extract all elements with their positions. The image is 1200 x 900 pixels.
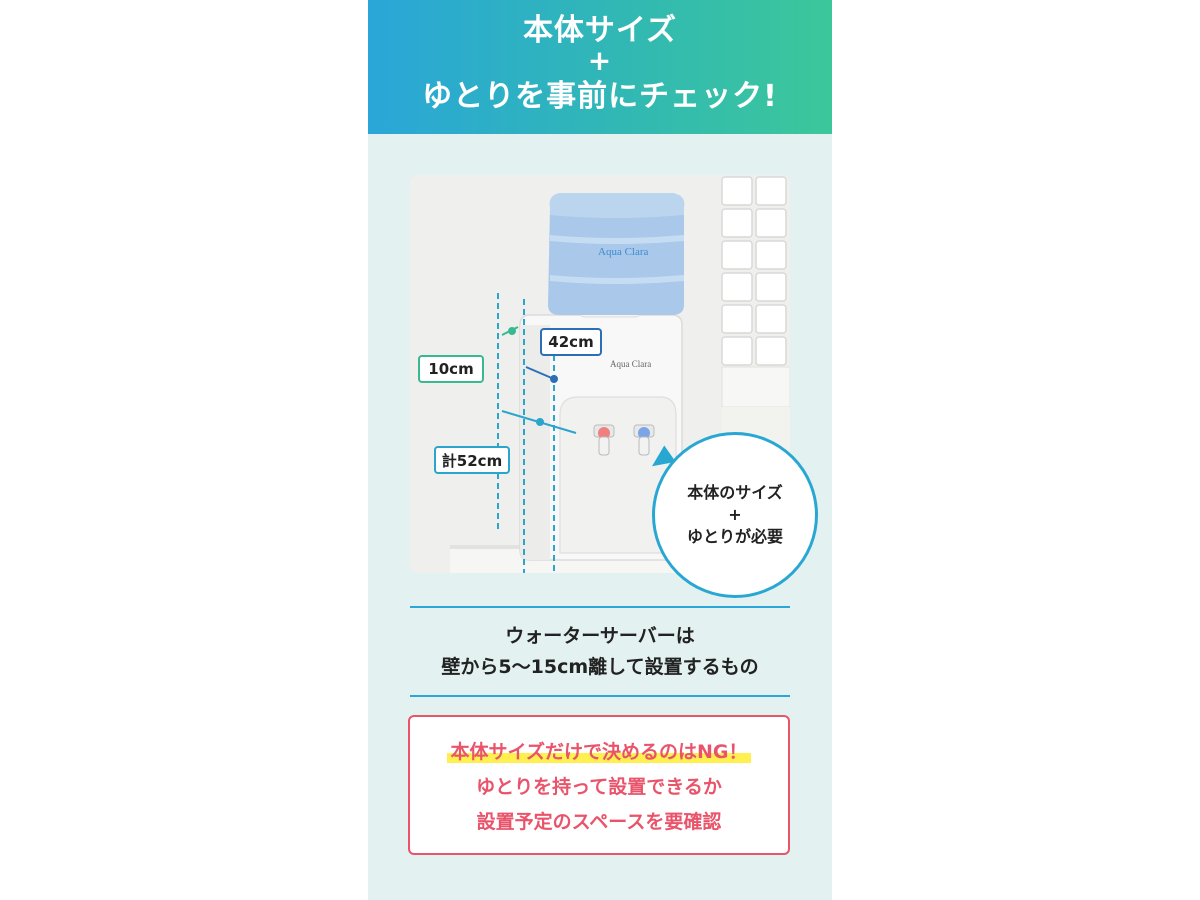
- header-banner: 本体サイズ + ゆとりを事前にチェック!: [368, 0, 832, 134]
- divider-bottom: [410, 695, 790, 697]
- infographic-panel: 本体サイズ + ゆとりを事前にチェック!: [368, 0, 832, 900]
- divider-top: [410, 606, 790, 608]
- gap-dimension-label: 10cm: [418, 355, 484, 383]
- warning-highlight: 本体サイズだけで決めるのはNG！: [446, 741, 752, 763]
- width-dimension-label: 42cm: [540, 328, 602, 356]
- header-title-line1: 本体サイズ: [522, 13, 678, 48]
- speech-bubble: 本体のサイズ + ゆとりが必要: [652, 432, 818, 598]
- header-title-line3: ゆとりを事前にチェック!: [422, 79, 778, 114]
- hot-tap: [593, 424, 615, 456]
- warning-line2: ゆとりを持って設置できるか: [476, 776, 722, 798]
- dimension-arrows: [501, 326, 577, 434]
- wall-tiles: [721, 176, 787, 366]
- note-line1: ウォーターサーバーは: [505, 625, 695, 647]
- total-dimension-label: 計52cm: [434, 446, 510, 474]
- header-plus: +: [587, 44, 613, 77]
- bubble-line3: ゆとりが必要: [686, 527, 783, 546]
- dimension-guides: [497, 293, 555, 573]
- warning-line1: 本体サイズだけで決めるのはNG！: [410, 737, 788, 767]
- warning-line3: 設置予定のスペースを要確認: [476, 811, 722, 833]
- warning-box: 本体サイズだけで決めるのはNG！ ゆとりを持って設置できるか 設置予定のスペース…: [408, 715, 790, 855]
- server-logo: Aqua Clara: [610, 359, 651, 369]
- cold-tap: [633, 424, 655, 456]
- note-line2: 壁から5～15cm離して設置するもの: [441, 656, 759, 678]
- bottle-logo: Aqua Clara: [598, 246, 649, 258]
- bubble-plus: +: [728, 505, 742, 524]
- bubble-line1: 本体のサイズ: [687, 483, 783, 502]
